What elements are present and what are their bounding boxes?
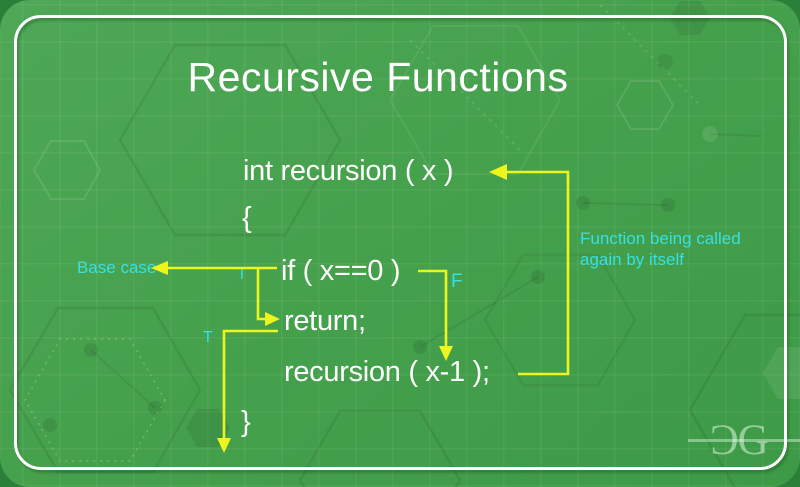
base-case-label: Base case xyxy=(77,258,157,277)
hexagon-shape xyxy=(483,253,637,387)
base-case-arrowhead xyxy=(151,261,168,275)
diagram-title: Recursive Functions xyxy=(187,54,569,100)
node-dot xyxy=(43,418,57,432)
code-line-open-brace: { xyxy=(242,202,252,234)
hexagon-shape xyxy=(298,409,462,487)
code-line-signature: int recursion ( x ) xyxy=(243,155,454,187)
hexagon-shape xyxy=(670,1,710,35)
dotted-line xyxy=(409,39,521,151)
node-dot xyxy=(148,401,162,415)
connector-line xyxy=(419,276,539,348)
recursion-note: Function being called again by itself xyxy=(580,229,741,269)
connector-line xyxy=(90,349,156,409)
hexagon-shape xyxy=(388,25,562,175)
hexagon-shape xyxy=(763,347,800,399)
node-dot xyxy=(657,54,673,70)
code-line-close-brace: } xyxy=(241,406,251,438)
hexagon-shape xyxy=(8,306,202,474)
false-branch-arrow-line xyxy=(418,269,448,347)
node-dot xyxy=(576,196,590,210)
hexagon-shape xyxy=(615,80,675,130)
node-dot xyxy=(702,126,718,142)
hexagon-shape xyxy=(688,313,800,487)
code-line-if-condition: if ( x==0 ) xyxy=(281,255,401,287)
connector-line xyxy=(709,133,763,137)
connector-line xyxy=(582,202,669,206)
node-dot xyxy=(531,270,545,284)
true-label-upper: T xyxy=(237,266,247,283)
true-label-lower: T xyxy=(203,329,213,346)
node-dot xyxy=(661,198,675,212)
recursion-loop-arrow-line xyxy=(504,170,570,376)
hexagon-shape xyxy=(32,140,102,200)
node-dot xyxy=(84,343,98,357)
exit-branch-arrow-line xyxy=(222,329,278,439)
exit-branch-arrowhead xyxy=(217,438,231,453)
code-line-recursive-call: recursion ( x-1 ); xyxy=(284,356,490,388)
geeksforgeeks-logo: ƆG xyxy=(710,417,769,464)
node-dot xyxy=(413,340,427,354)
dotted-hexagon-shape xyxy=(24,338,166,462)
geeksforgeeks-logo-bar xyxy=(688,439,800,442)
hexagon-shape xyxy=(118,43,342,237)
true-branch-arrowhead xyxy=(265,312,280,326)
hexagon-shape xyxy=(186,409,230,447)
recursion-loop-arrowhead xyxy=(489,164,507,180)
true-branch-arrow-line xyxy=(256,268,267,321)
code-line-return: return; xyxy=(284,305,366,337)
false-branch-arrowhead xyxy=(439,346,453,361)
false-label: F xyxy=(451,271,463,292)
